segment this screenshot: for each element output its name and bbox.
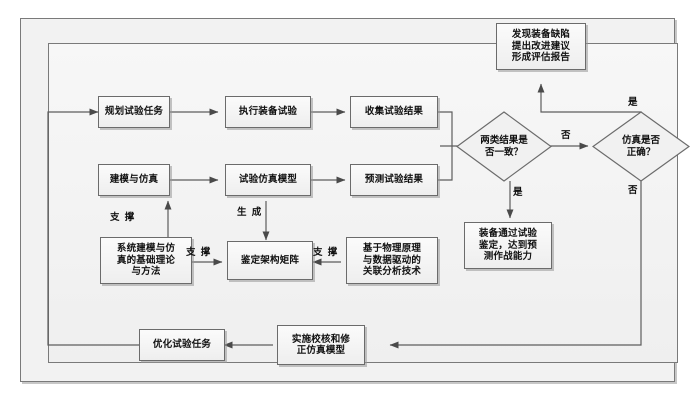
node-optimize-label: 优化试验任务 bbox=[152, 339, 212, 351]
edge-collect-merge bbox=[438, 111, 453, 146]
decision-simcorrect[interactable]: 仿真是否 正确？ bbox=[592, 111, 690, 182]
decision-consistent-shape bbox=[456, 111, 552, 182]
node-matrix-label: 鉴定架构矩阵 bbox=[240, 254, 300, 266]
edge-optimize-plan-loop bbox=[47, 108, 139, 346]
node-collect[interactable]: 收集试验结果 bbox=[350, 96, 438, 128]
node-vvcorrect-label: 实施校核和修 正仿真模型 bbox=[291, 333, 351, 357]
edge-label-generate: 生 成 bbox=[237, 207, 263, 218]
edge-label-no-1: 否 bbox=[561, 130, 572, 141]
edge-label-support-3: 支 撑 bbox=[313, 247, 339, 258]
node-execute[interactable]: 执行装备试验 bbox=[225, 96, 311, 128]
edge-label-yes-2: 是 bbox=[628, 97, 639, 108]
node-analysis-label: 基于物理原理 与数据驱动的 关联分析技术 bbox=[362, 243, 422, 278]
node-collect-label: 收集试验结果 bbox=[364, 106, 424, 118]
edge-label-no-2: 否 bbox=[628, 185, 639, 196]
node-pass-label: 装备通过试验 鉴定，达到预 测作战能力 bbox=[478, 228, 538, 263]
node-matrix[interactable]: 鉴定架构矩阵 bbox=[227, 241, 313, 280]
node-report-label: 发现装备缺陷 提出改进建议 形成评估报告 bbox=[511, 29, 571, 64]
node-simmodel[interactable]: 试验仿真模型 bbox=[225, 164, 311, 196]
node-modelsim-label: 建模与仿真 bbox=[109, 174, 159, 186]
decision-consistent[interactable]: 两类结果是 否一致？ bbox=[456, 111, 552, 182]
node-predict[interactable]: 预测试验结果 bbox=[350, 164, 438, 196]
node-predict-label: 预测试验结果 bbox=[364, 174, 424, 186]
node-vvcorrect[interactable]: 实施校核和修 正仿真模型 bbox=[277, 325, 365, 365]
edge-label-yes-1: 是 bbox=[513, 187, 524, 198]
node-report[interactable]: 发现装备缺陷 提出改进建议 形成评估报告 bbox=[496, 23, 586, 70]
decision-simcorrect-shape bbox=[592, 111, 690, 182]
edge-decision2-no-vvcorrect bbox=[389, 181, 642, 349]
node-theory[interactable]: 系统建模与仿 真的基础理论 与方法 bbox=[100, 237, 192, 284]
node-theory-label: 系统建模与仿 真的基础理论 与方法 bbox=[116, 243, 176, 278]
edge-label-support-2: 支 撑 bbox=[186, 247, 212, 258]
node-optimize[interactable]: 优化试验任务 bbox=[139, 329, 225, 361]
node-plan-label: 规划试验任务 bbox=[104, 106, 164, 118]
node-simmodel-label: 试验仿真模型 bbox=[238, 174, 298, 186]
edge-label-support-1: 支 撑 bbox=[110, 212, 136, 223]
node-execute-label: 执行装备试验 bbox=[238, 106, 298, 118]
node-plan[interactable]: 规划试验任务 bbox=[98, 96, 170, 128]
node-pass[interactable]: 装备通过试验 鉴定，达到预 测作战能力 bbox=[464, 222, 552, 269]
node-analysis[interactable]: 基于物理原理 与数据驱动的 关联分析技术 bbox=[346, 237, 438, 284]
node-modelsim[interactable]: 建模与仿真 bbox=[98, 164, 170, 196]
decision-simcorrect-label: 仿真是否 正确？ bbox=[621, 135, 660, 158]
decision-consistent-label: 两类结果是 否一致？ bbox=[480, 135, 528, 158]
edge-predict-merge bbox=[438, 146, 453, 181]
